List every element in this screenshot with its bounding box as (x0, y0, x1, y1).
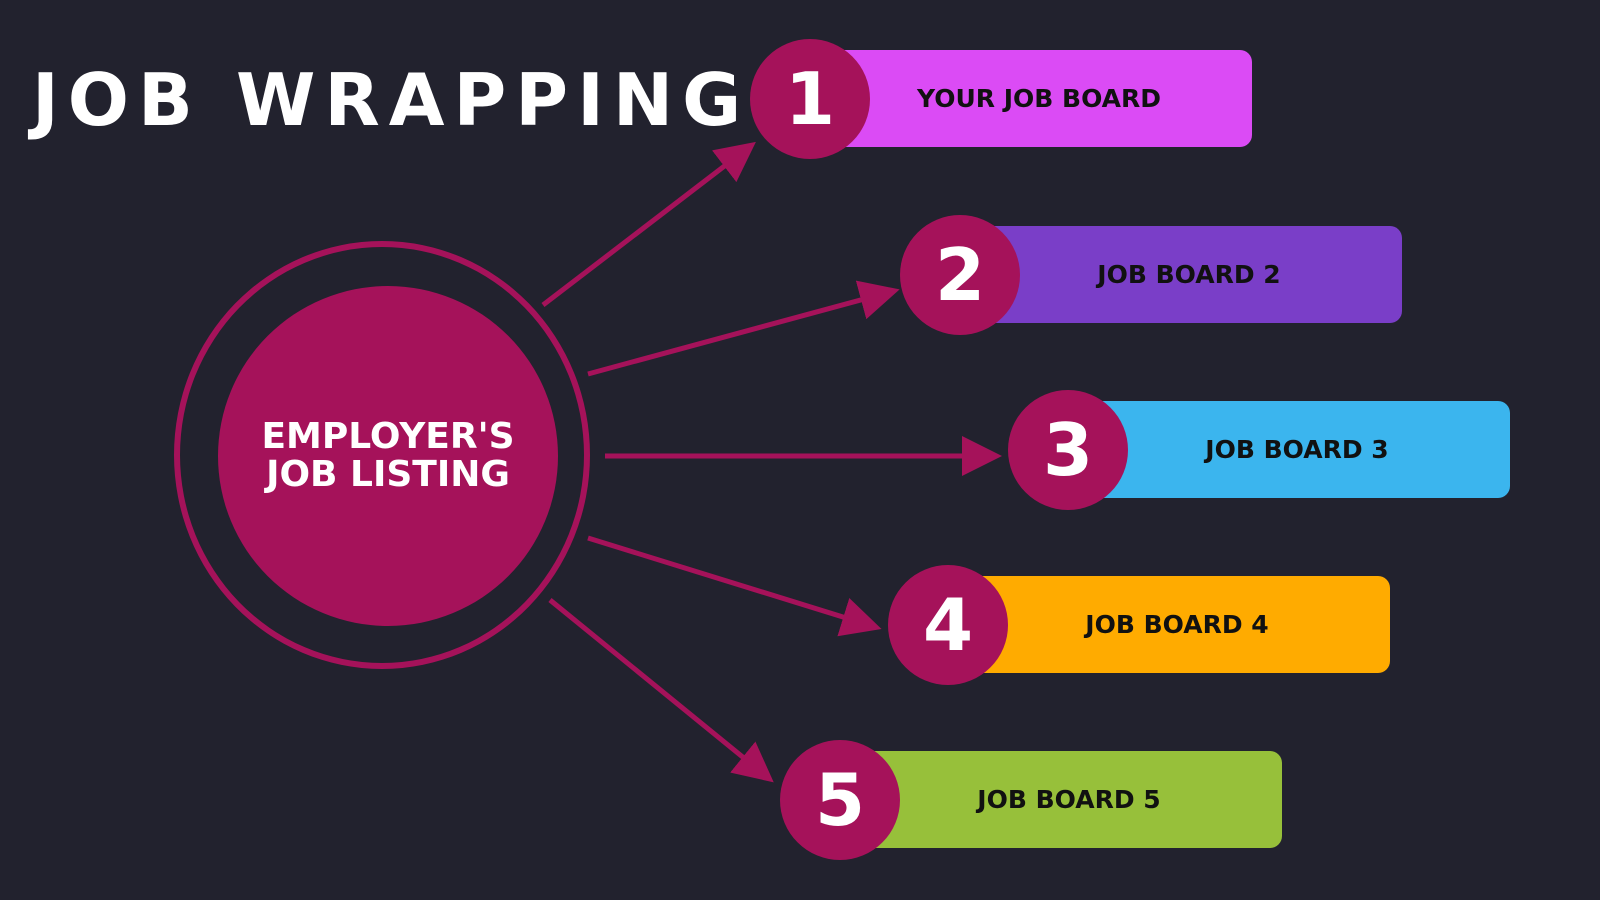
hub-employer-job-listing: EMPLOYER'S JOB LISTING (218, 286, 558, 626)
arrow-to-board-2 (587, 280, 900, 377)
badge-number: 2 (934, 233, 986, 317)
board-label: JOB BOARD 4 (1085, 610, 1269, 639)
board-label: JOB BOARD 2 (1097, 260, 1281, 289)
badge-4: 4 (888, 565, 1008, 685)
arrow-to-board-5 (548, 598, 774, 783)
arrow-to-board-1 (541, 141, 756, 307)
board-3: JOB BOARD 3 (1084, 401, 1510, 498)
board-label: JOB BOARD 5 (977, 785, 1161, 814)
badge-number: 1 (784, 57, 836, 141)
badge-2: 2 (900, 215, 1020, 335)
board-1: YOUR JOB BOARD (826, 50, 1252, 147)
board-4: JOB BOARD 4 (964, 576, 1390, 673)
badge-5: 5 (780, 740, 900, 860)
board-5: JOB BOARD 5 (856, 751, 1282, 848)
badge-number: 4 (922, 583, 974, 667)
page-title: JOB WRAPPING (32, 58, 751, 142)
hub-outer-ring (174, 241, 590, 669)
board-2: JOB BOARD 2 (976, 226, 1402, 323)
badge-number: 3 (1042, 408, 1094, 492)
arrow-to-board-4 (587, 535, 882, 637)
board-label: YOUR JOB BOARD (916, 84, 1162, 113)
board-label: JOB BOARD 3 (1205, 435, 1389, 464)
badge-1: 1 (750, 39, 870, 159)
badge-number: 5 (814, 758, 866, 842)
hub-label: EMPLOYER'S JOB LISTING (261, 416, 515, 495)
badge-3: 3 (1008, 390, 1128, 510)
